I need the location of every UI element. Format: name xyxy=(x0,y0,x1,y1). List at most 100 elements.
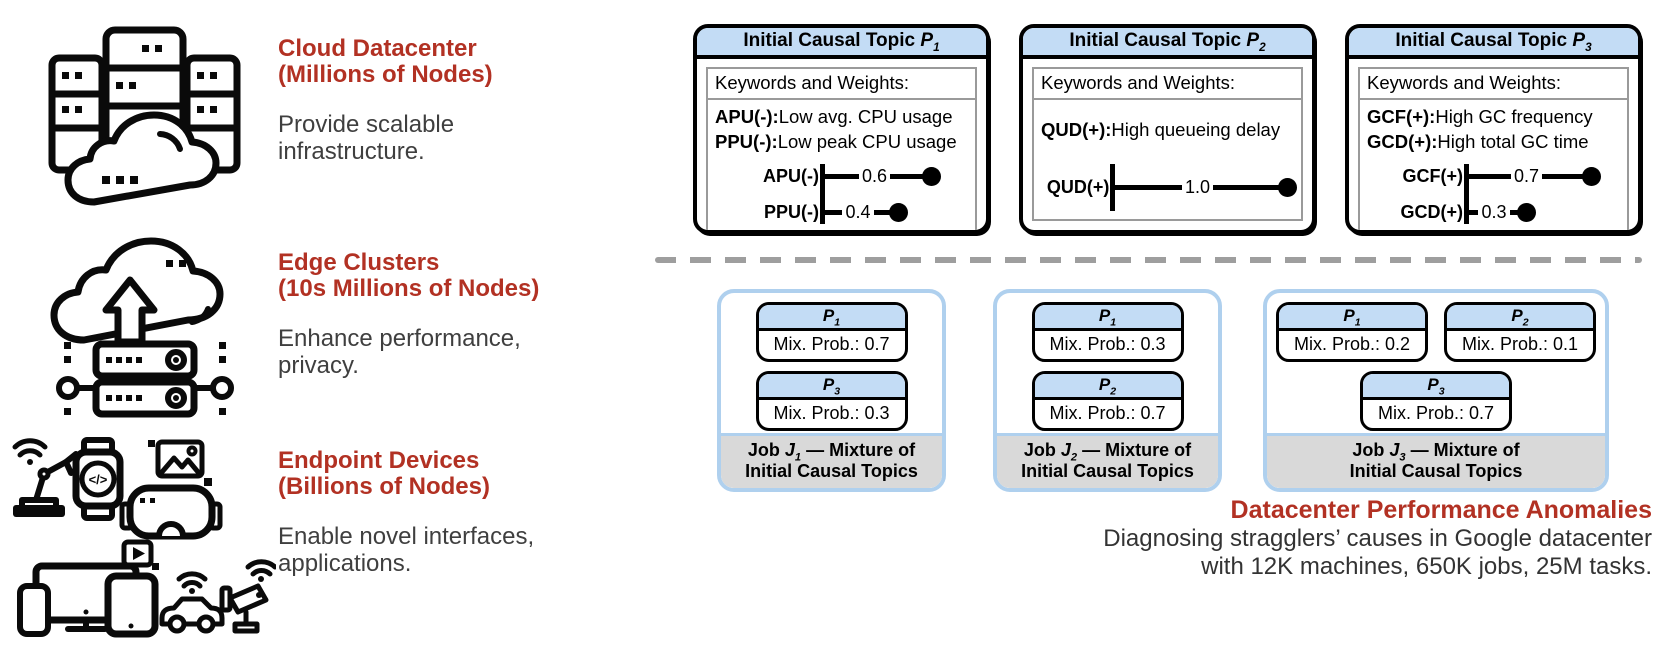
cloud-icon xyxy=(64,111,220,206)
job-footer-line1: Job J3 — Mixture of xyxy=(1352,439,1520,464)
weight-bar: 0.6 xyxy=(825,162,941,190)
video-play-icon xyxy=(121,539,159,570)
mixture-probability: Mix. Prob.: 0.3 xyxy=(773,403,890,423)
keyword-key: QUD(+): xyxy=(1041,118,1112,140)
bar-value: 1.0 xyxy=(1184,177,1211,197)
topic-symbol: P xyxy=(920,30,934,51)
tier-desc-line: Enable novel interfaces, xyxy=(278,522,535,550)
bar-label: GCF(+) xyxy=(1402,165,1464,186)
mixture-topic-title: P1 xyxy=(1279,305,1425,331)
job-footer: Job J1 — Mixture of Initial Causal Topic… xyxy=(721,432,942,488)
chart-labels: APU(-) PPU(-) xyxy=(742,162,820,226)
tier-desc-endpoint-devices: Enable novel interfaces, applications. xyxy=(278,523,628,578)
job-box-j2: P1 Mix. Prob.: 0.3 P2 Mix. Prob.: 0.7 Jo… xyxy=(993,289,1222,492)
mixture-topic-title: P2 xyxy=(1447,305,1593,331)
svg-text:</>: </> xyxy=(89,472,108,487)
keyword-line: GCF(+):High GC frequency xyxy=(1367,105,1620,130)
bar-endpoint-dot xyxy=(922,166,941,186)
mixture-probability: Mix. Prob.: 0.1 xyxy=(1461,334,1579,354)
mixture-topic-p2: P2 Mix. Prob.: 0.7 xyxy=(1031,371,1184,431)
mixture-topic-p1: P1 Mix. Prob.: 0.3 xyxy=(1031,302,1184,362)
keyword-key: APU(-): xyxy=(715,106,779,128)
bar-label: QUD(+) xyxy=(1046,177,1110,197)
topic-subscript: 1 xyxy=(933,40,940,54)
bar-label: APU(-) xyxy=(763,165,819,186)
tier-title-line: Edge Clusters xyxy=(278,249,440,276)
tier-desc-cloud-datacenter: Provide scalable infrastructure. xyxy=(278,111,628,166)
keywords-header: Keywords and Weights: xyxy=(1360,69,1627,100)
job-mixtures: P1 Mix. Prob.: 0.2 P2 Mix. Prob.: 0.1 P3… xyxy=(1267,293,1605,433)
phone-icon xyxy=(17,583,51,637)
topic-weight-chart: APU(-) PPU(-) 0.6 0.4 xyxy=(708,160,975,230)
bar-value: 0.7 xyxy=(1513,165,1540,186)
chart-bars: 0.7 0.3 xyxy=(1469,162,1601,226)
server-icon xyxy=(92,378,198,418)
bar-value: 0.4 xyxy=(845,201,871,222)
tier-desc-edge-clusters: Enhance performance, privacy. xyxy=(278,325,628,380)
weight-bar: 0.7 xyxy=(1469,162,1601,190)
dashed-divider xyxy=(655,257,1642,263)
server-icon xyxy=(92,340,198,380)
topic-symbol: P xyxy=(1246,30,1260,51)
mixture-topic-p3: P3 Mix. Prob.: 0.3 xyxy=(755,371,908,431)
endpoint-devices-icon: </> xyxy=(12,437,276,638)
keyword-desc: High GC frequency xyxy=(1435,106,1593,128)
topic-title: Initial Causal Topic P3 xyxy=(1349,28,1638,59)
tier-desc-line: infrastructure. xyxy=(278,138,425,166)
job-mixtures: P1 Mix. Prob.: 0.3 P2 Mix. Prob.: 0.7 xyxy=(997,293,1218,433)
car-icon xyxy=(159,571,225,634)
network-node-icon xyxy=(56,342,99,415)
job-mixtures: P1 Mix. Prob.: 0.7 P3 Mix. Prob.: 0.3 xyxy=(721,293,942,433)
keyword-key: PPU(-): xyxy=(715,131,778,152)
keyword-line: QUD(+):High queueing delay xyxy=(1041,118,1294,143)
keyword-desc: High total GC time xyxy=(1437,131,1589,152)
chart-axis xyxy=(820,164,825,224)
tier-desc-line: Enhance performance, xyxy=(278,324,521,352)
keywords-header: Keywords and Weights: xyxy=(708,69,975,100)
server-rack-icon xyxy=(48,54,106,174)
tier-desc-line: applications. xyxy=(278,550,412,578)
job-footer-line2: Initial Causal Topics xyxy=(745,460,918,481)
tier-title-line: Endpoint Devices xyxy=(278,447,480,474)
mixture-topic-title: P1 xyxy=(1034,305,1181,331)
keyword-desc: High queueing delay xyxy=(1111,118,1281,140)
keywords-list: GCF(+):High GC frequency GCD(+):High tot… xyxy=(1360,100,1627,160)
keyword-line: GCD(+):High total GC time xyxy=(1367,130,1620,155)
job-footer-line1: Job J2 — Mixture of xyxy=(1023,439,1192,464)
robot-arm-icon xyxy=(12,438,79,517)
mixture-probability: Mix. Prob.: 0.3 xyxy=(1049,334,1166,354)
tier-title-line: (Millions of Nodes) xyxy=(278,61,493,89)
figure-caption: Datacenter Performance Anomalies Diagnos… xyxy=(1060,496,1652,581)
keyword-key: GCF(+): xyxy=(1367,106,1436,128)
initial-causal-topics-row: Initial Causal Topic P1 Keywords and Wei… xyxy=(693,24,1642,234)
tier-title-line: Cloud Datacenter xyxy=(278,35,477,62)
topic-weight-chart: GCF(+) GCD(+) 0.7 0.3 xyxy=(1360,160,1627,230)
job-footer: Job J2 — Mixture of Initial Causal Topic… xyxy=(997,432,1218,488)
keywords-panel: Keywords and Weights: QUD(+):High queuei… xyxy=(1032,67,1303,221)
chart-bars: 1.0 xyxy=(1115,174,1297,202)
network-node-icon xyxy=(191,342,234,415)
bar-endpoint-dot xyxy=(1582,166,1601,186)
keyword-desc: Low avg. CPU usage xyxy=(778,106,953,128)
keywords-panel: Keywords and Weights: GCF(+):High GC fre… xyxy=(1358,67,1629,230)
topic-weight-chart: QUD(+) 1.0 xyxy=(1034,160,1301,219)
chart-axis xyxy=(1464,164,1469,224)
topic-subscript: 2 xyxy=(1259,40,1266,54)
topic-box-p2: Initial Causal Topic P2 Keywords and Wei… xyxy=(1019,24,1316,234)
tier-desc-line: privacy. xyxy=(278,352,359,380)
keywords-header: Keywords and Weights: xyxy=(1034,69,1301,100)
chart-labels: QUD(+) xyxy=(1038,174,1110,202)
tier-title-line: (10s Millions of Nodes) xyxy=(278,275,540,303)
edge-clusters-icon xyxy=(50,237,234,418)
bar-endpoint-dot xyxy=(889,202,908,222)
mixture-probability: Mix. Prob.: 0.7 xyxy=(1049,403,1166,423)
tier-title-edge-clusters: Edge Clusters (10s Millions of Nodes) xyxy=(278,249,628,303)
job-footer-line2: Initial Causal Topics xyxy=(1021,460,1194,481)
caption-title: Datacenter Performance Anomalies xyxy=(1230,496,1652,524)
chart-bars: 0.6 0.4 xyxy=(825,162,941,226)
mixture-topic-p1: P1 Mix. Prob.: 0.7 xyxy=(755,302,908,362)
bar-label: GCD(+) xyxy=(1400,201,1464,222)
keyword-desc: Low peak CPU usage xyxy=(777,131,957,152)
mixture-topic-p1: P1 Mix. Prob.: 0.2 xyxy=(1276,302,1428,362)
